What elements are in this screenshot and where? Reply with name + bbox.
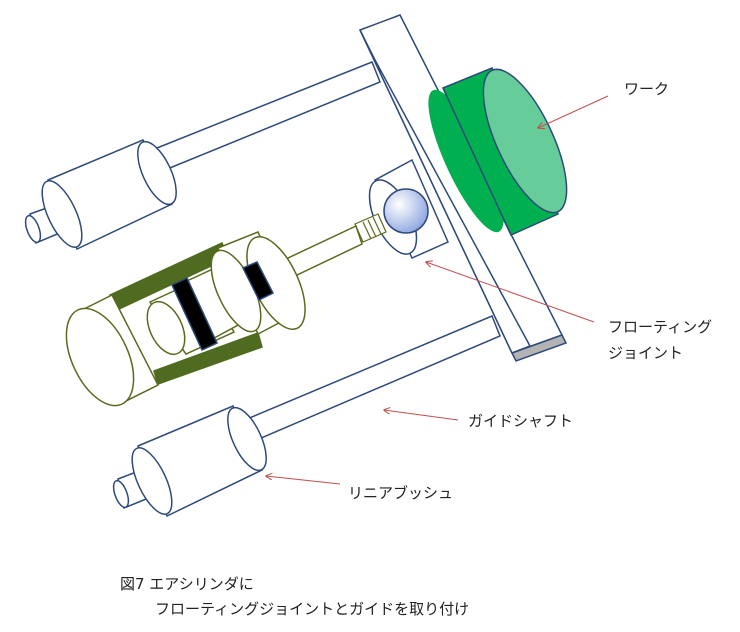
- work-arrow: [538, 95, 609, 128]
- upper-guide-shaft: [148, 61, 381, 174]
- lower-guide-shaft: [236, 315, 501, 446]
- guide-shaft-arrow: [384, 410, 459, 421]
- floating-joint-label-line2: ジョイント: [608, 344, 684, 362]
- work-piece: [428, 67, 568, 236]
- guide-shaft-label: ガイドシャフト: [468, 412, 574, 430]
- floating-joint-ball: [383, 188, 429, 234]
- figure-caption-line2: フローティングジョイントとガイドを取り付け: [155, 600, 470, 618]
- work-label: ワーク: [624, 80, 670, 98]
- floating-joint-arrow: [426, 262, 595, 323]
- linear-bush-label: リニアブッシュ: [348, 484, 454, 502]
- linear-bush-arrow: [266, 476, 341, 485]
- air-cylinder: [65, 231, 306, 407]
- lower-linear-bush: [112, 405, 267, 518]
- threaded-rod-end: [354, 213, 387, 243]
- figure-caption-line1: 図7 エアシリンダに: [120, 575, 254, 593]
- upper-linear-bush: [24, 139, 177, 251]
- floating-joint-label-line1: フローティング: [608, 318, 713, 336]
